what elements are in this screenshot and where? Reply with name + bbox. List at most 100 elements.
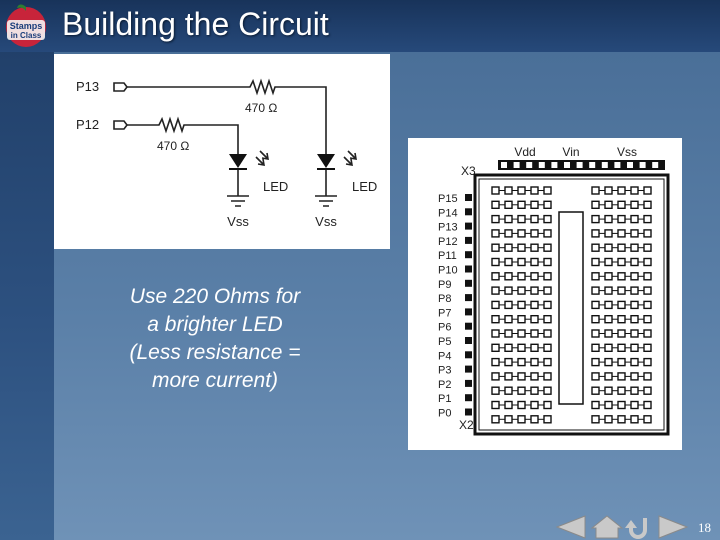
next-slide-icon[interactable] [655, 514, 691, 540]
breadboard-hole [530, 229, 539, 238]
breadboard-hole [530, 329, 539, 338]
pin-header-socket [465, 365, 472, 373]
breadboard-hole [604, 400, 613, 410]
pin-header-socket [465, 394, 472, 402]
pin-label-p9: P9 [438, 279, 451, 291]
breadboard-hole [643, 357, 652, 367]
breadboard-hole [591, 257, 600, 267]
breadboard-hole [643, 229, 652, 238]
breadboard-hole [517, 200, 526, 209]
breadboard-hole [617, 329, 626, 338]
breadboard-hole [643, 200, 652, 209]
pin-label-p3: P3 [438, 365, 451, 377]
breadboard-inner-outline [478, 178, 665, 431]
led-right-light-2 [347, 150, 357, 160]
breadboard-hole [591, 200, 600, 209]
breadboard-hole [543, 272, 552, 281]
breadboard-diagram: Vdd Vin Vss X3 X2 P15P14P13P12P11P10P9P8… [438, 145, 670, 436]
led-left-light-1 [255, 156, 265, 166]
breadboard-hole [491, 400, 500, 410]
breadboard-hole [517, 415, 526, 424]
pin-header-socket [465, 308, 472, 316]
breadboard-hole [543, 286, 552, 295]
previous-slide-icon[interactable] [553, 514, 589, 540]
breadboard-center-channel [558, 211, 584, 405]
breadboard-hole [543, 372, 552, 381]
breadboard-hole [617, 286, 626, 295]
breadboard-hole [604, 329, 613, 338]
breadboard-hole [643, 214, 652, 224]
pin-p12-terminal [113, 120, 128, 130]
breadboard-hole [530, 300, 539, 310]
pin-label-p12: P12 [438, 236, 458, 248]
breadboard-hole [491, 314, 500, 324]
breadboard-hole [517, 329, 526, 338]
breadboard-hole [517, 300, 526, 310]
breadboard-hole [517, 400, 526, 410]
breadboard-hole [630, 186, 639, 195]
pin-label-p15: P15 [438, 193, 458, 205]
breadboard-hole [604, 300, 613, 310]
breadboard-hole [504, 243, 513, 252]
breadboard-hole [643, 257, 652, 267]
breadboard-hole [643, 286, 652, 295]
pin-label-p14: P14 [438, 207, 458, 219]
breadboard-hole [504, 386, 513, 395]
breadboard-hole [630, 343, 639, 353]
breadboard-hole [617, 357, 626, 367]
breadboard-hole [530, 400, 539, 410]
power-header-socket [538, 162, 545, 168]
home-icon[interactable] [589, 514, 625, 540]
breadboard-hole [604, 415, 613, 424]
breadboard-hole [591, 286, 600, 295]
ground-right [315, 195, 337, 207]
breadboard-hole [630, 229, 639, 238]
breadboard-hole [504, 229, 513, 238]
pin-header-socket [465, 294, 472, 302]
breadboard-hole [543, 243, 552, 252]
breadboard-hole [504, 343, 513, 353]
breadboard-hole [630, 372, 639, 381]
breadboard-hole [630, 329, 639, 338]
breadboard-hole [491, 386, 500, 395]
breadboard-hole [604, 372, 613, 381]
power-header-socket [627, 162, 633, 168]
breadboard-hole [630, 300, 639, 310]
breadboard-hole [591, 400, 600, 410]
return-icon[interactable] [621, 514, 657, 540]
logo-word-1: Stamps [10, 21, 43, 31]
breadboard-hole [630, 357, 639, 367]
breadboard-hole [530, 214, 539, 224]
breadboard-hole [630, 272, 639, 281]
pin-label-p7: P7 [438, 307, 451, 319]
breadboard-hole [591, 343, 600, 353]
power-header-socket [652, 162, 659, 168]
breadboard-hole [617, 372, 626, 381]
resistor-note: Use 220 Ohms for a brighter LED (Less re… [108, 283, 322, 395]
breadboard-hole [530, 386, 539, 395]
power-header-socket [576, 162, 583, 168]
page-number: 18 [698, 520, 711, 535]
breadboard-hole [630, 400, 639, 410]
breadboard-hole [591, 357, 600, 367]
pin-header-socket [465, 208, 472, 216]
breadboard-hole [491, 186, 500, 195]
breadboard-hole [630, 415, 639, 424]
breadboard-hole [643, 186, 652, 195]
breadboard-hole [591, 372, 600, 381]
power-label-vin: Vin [562, 145, 579, 159]
breadboard-hole [504, 372, 513, 381]
breadboard-hole [643, 343, 652, 353]
led-schematic: P13 P12 470 Ω 470 Ω LED LED Vss Vss [76, 78, 377, 229]
pin-header-socket [465, 337, 472, 344]
breadboard-hole [604, 243, 613, 252]
breadboard-hole [617, 314, 626, 324]
breadboard-hole [491, 214, 500, 224]
breadboard-hole [491, 372, 500, 381]
breadboard-hole [643, 243, 652, 252]
pin-header-socket [465, 279, 472, 287]
led-right-light-1 [343, 156, 353, 166]
breadboard-hole [643, 372, 652, 381]
breadboard-hole [643, 314, 652, 324]
breadboard-hole [530, 415, 539, 424]
